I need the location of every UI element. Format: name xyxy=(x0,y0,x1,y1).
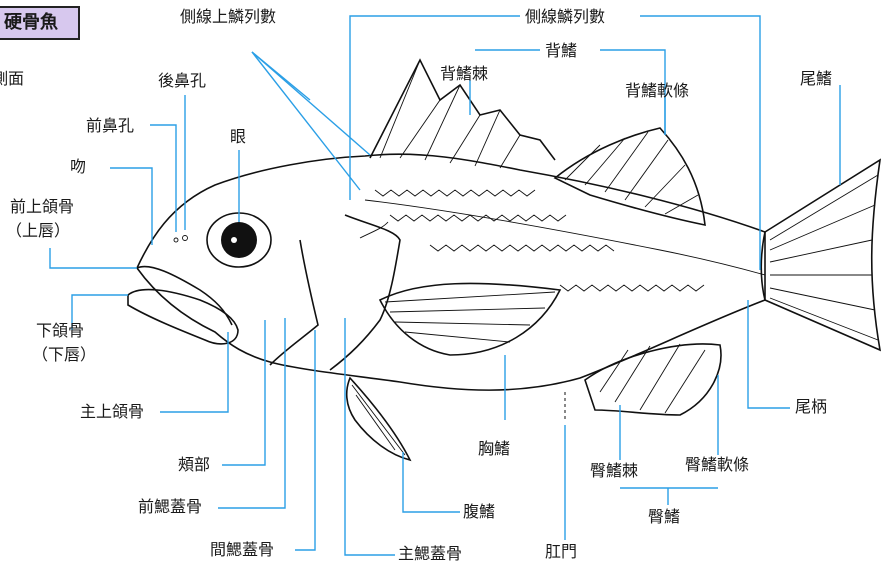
dorsal-soft-fin xyxy=(555,128,705,225)
operculum-fold xyxy=(360,222,388,238)
label-caudal-peduncle: 尾柄 xyxy=(795,398,827,416)
caudal-rays xyxy=(770,175,878,340)
leader-caudal-peduncle xyxy=(748,300,790,408)
eye-highlight xyxy=(231,237,237,243)
label-snout: 吻 xyxy=(70,158,86,176)
eye-pupil xyxy=(221,222,257,258)
label-preopercle: 前鰓蓋骨 xyxy=(138,498,202,516)
label-anal-spine: 臀鰭棘 xyxy=(590,462,638,480)
label-upper-lip: （上唇） xyxy=(6,222,70,240)
label-caudal-fin: 尾鰭 xyxy=(800,70,832,88)
label-lateral-scales: 側線鱗列數 xyxy=(525,8,605,26)
label-anal-fin: 臀鰭 xyxy=(648,508,680,526)
label-interopercle: 間鰓蓋骨 xyxy=(210,541,274,559)
pectoral-rays xyxy=(385,292,555,342)
label-lower-lip: （下唇） xyxy=(32,346,96,364)
label-dorsal-fin: 背鰭 xyxy=(545,42,577,60)
leader-snout xyxy=(110,168,152,245)
leader-lateral-scales-r xyxy=(640,16,760,270)
opercle-edge xyxy=(330,215,400,370)
lower-jaw xyxy=(128,290,238,344)
preopercle-edge xyxy=(270,240,318,365)
anterior-nostril-mark xyxy=(174,238,178,242)
label-pelvic-fin: 腹鰭 xyxy=(463,503,495,521)
dorsal-soft-rays xyxy=(565,132,698,214)
label-cheek: 頰部 xyxy=(178,456,210,474)
label-anterior-nostril: 前鼻孔 xyxy=(86,117,134,135)
posterior-nostril-mark xyxy=(183,236,188,241)
label-dorsal-spine: 背鰭棘 xyxy=(440,65,488,83)
label-dentary: 下頜骨 xyxy=(36,322,84,340)
label-anal-soft: 臀鰭軟條 xyxy=(685,456,749,474)
label-premaxilla: 前上頜骨 xyxy=(10,198,74,216)
pectoral-fin xyxy=(380,283,560,355)
label-opercle: 主鰓蓋骨 xyxy=(398,545,462,563)
label-anus: 肛門 xyxy=(545,543,577,561)
label-lateral-upper: 側線上鱗列數 xyxy=(180,8,276,26)
label-maxilla: 主上頜骨 xyxy=(80,403,144,421)
label-eye: 眼 xyxy=(230,128,246,146)
leader-interopercle xyxy=(295,330,315,550)
leader-pelvic xyxy=(403,452,460,512)
label-dorsal-soft: 背鰭軟條 xyxy=(625,82,689,100)
lateral-line xyxy=(365,200,765,275)
caudal-fin xyxy=(761,160,880,350)
leader-anterior-nostril xyxy=(150,125,176,232)
label-posterior-nostril: 後鼻孔 xyxy=(158,72,206,90)
leader-premaxilla xyxy=(50,248,137,268)
anal-fin xyxy=(585,344,721,415)
leader-lateral-upper-3 xyxy=(252,52,310,100)
label-pectoral-fin: 胸鰭 xyxy=(478,440,510,458)
scale-pattern xyxy=(375,190,704,291)
anal-rays xyxy=(600,344,705,413)
